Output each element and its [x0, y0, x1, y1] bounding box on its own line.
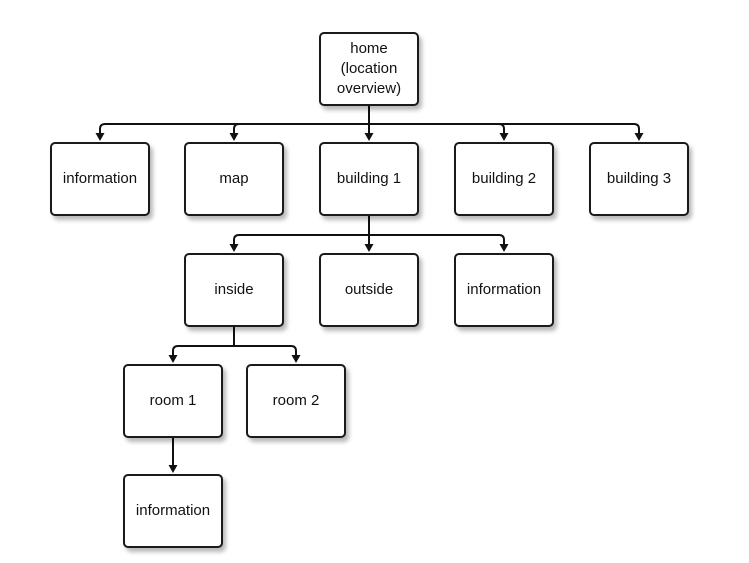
- node-information-room: information: [123, 474, 223, 548]
- node-information-room-label: information: [135, 502, 211, 519]
- node-building-3: building 3: [589, 142, 689, 216]
- connector-inside-to-room-1: [172, 327, 235, 355]
- node-home: home (location overview): [319, 32, 419, 106]
- connector-home-to-building-2: [368, 106, 505, 133]
- node-room-1-label: room 1: [149, 392, 197, 409]
- arrowhead-information-top: [95, 133, 105, 141]
- node-room-2: room 2: [246, 364, 346, 438]
- node-information-building-label: information: [466, 281, 542, 298]
- node-building-3-label: building 3: [606, 170, 672, 187]
- node-building-2-label: building 2: [471, 170, 537, 187]
- arrowhead-map: [229, 133, 239, 141]
- node-inside-label: inside: [214, 281, 254, 298]
- node-inside: inside: [184, 253, 284, 327]
- connector-home-to-building-3: [368, 106, 640, 133]
- connector-layer: [95, 106, 644, 473]
- arrowhead-room-1: [168, 355, 178, 363]
- arrowhead-building-2: [499, 133, 509, 141]
- node-room-1: room 1: [123, 364, 223, 438]
- arrowhead-building-1: [364, 133, 374, 141]
- node-outside: outside: [319, 253, 419, 327]
- connector-home-to-information-top: [99, 106, 370, 133]
- connector-inside-to-room-2: [233, 327, 297, 355]
- arrowhead-information-building: [499, 244, 509, 252]
- arrowhead-outside: [364, 244, 374, 252]
- node-information-building: information: [454, 253, 554, 327]
- node-building-1-label: building 1: [336, 170, 402, 187]
- node-map-label: map: [219, 170, 249, 187]
- node-home-label: home (location overview): [336, 40, 402, 97]
- node-room-2-label: room 2: [272, 392, 320, 409]
- node-information-top-label: information: [62, 170, 138, 187]
- connector-home-to-map: [233, 106, 370, 133]
- node-information-top: information: [50, 142, 150, 216]
- arrowhead-inside: [229, 244, 239, 252]
- arrowhead-building-3: [634, 133, 644, 141]
- node-building-2: building 2: [454, 142, 554, 216]
- connector-building-1-to-information-building: [368, 216, 505, 244]
- arrowhead-room-2: [291, 355, 301, 363]
- node-outside-label: outside: [344, 281, 394, 298]
- node-building-1: building 1: [319, 142, 419, 216]
- arrowhead-information-room: [168, 465, 178, 473]
- connector-building-1-to-inside: [233, 216, 370, 244]
- node-map: map: [184, 142, 284, 216]
